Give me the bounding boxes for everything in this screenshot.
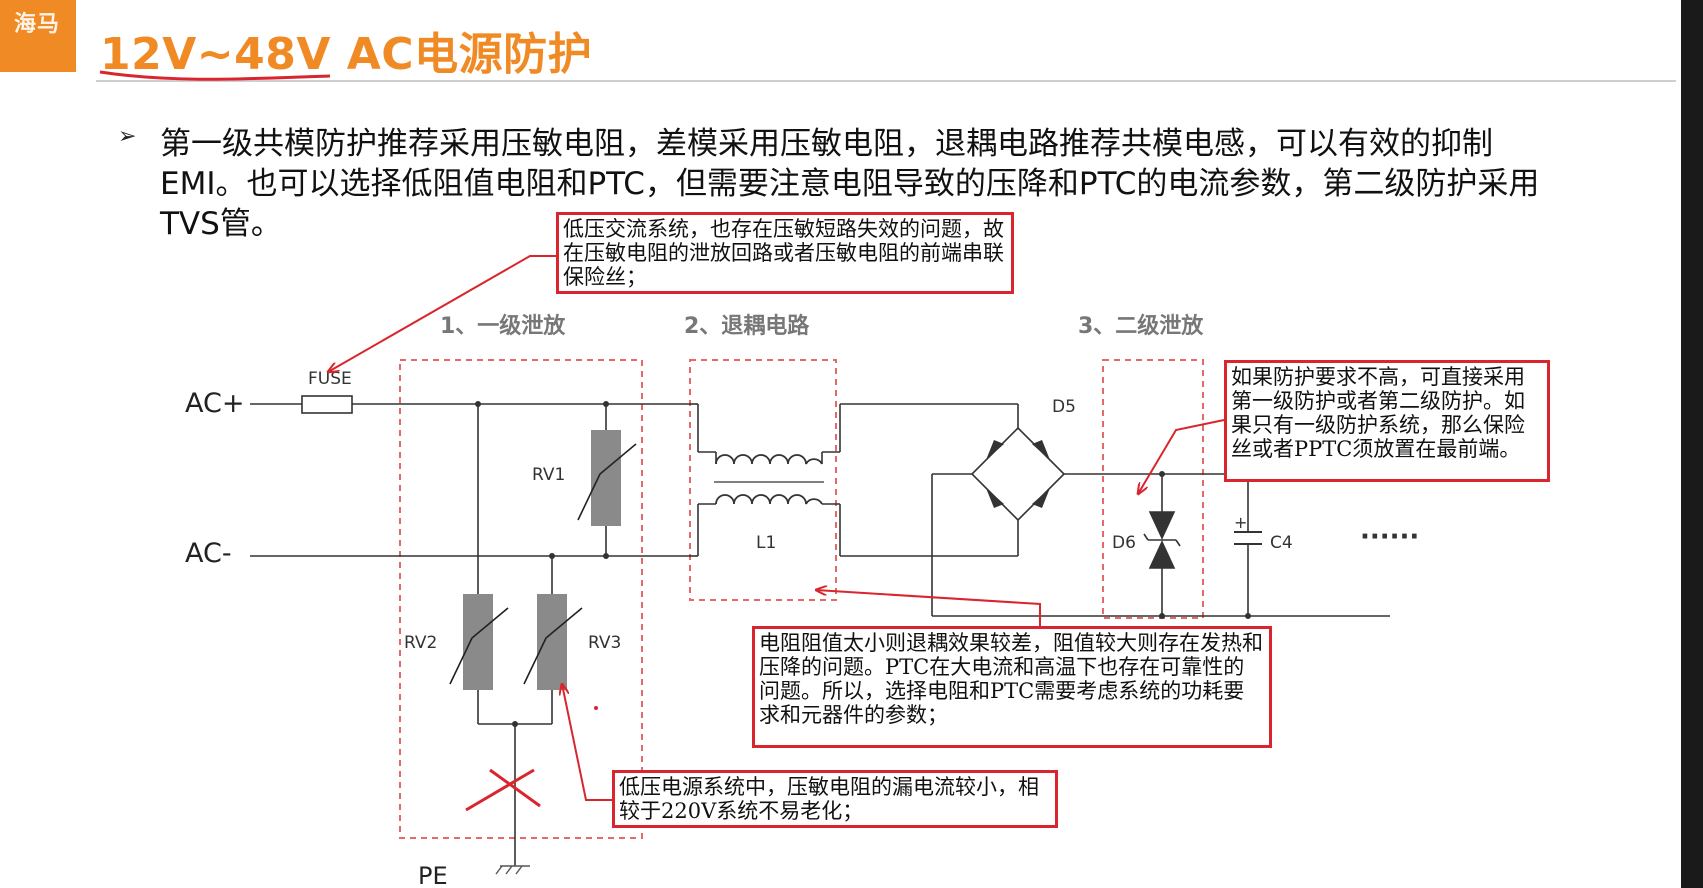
stray-dot bbox=[594, 706, 598, 710]
triangle-bullet-icon: ➢ bbox=[118, 124, 137, 149]
rv3-varistor-symbol bbox=[537, 594, 567, 690]
title-divider bbox=[96, 80, 1676, 82]
junction-dots bbox=[475, 401, 1251, 727]
decoupling-stage-box bbox=[689, 359, 837, 601]
capacitor-symbol bbox=[1234, 531, 1262, 545]
decoupling-resistor-note: 电阻阻值太小则退耦效果较差，阻值较大则存在发热和压降的问题。PTC在大电流和高温… bbox=[752, 626, 1272, 748]
rv3-varistor-slash bbox=[523, 607, 583, 685]
section-label-secondary: 3、二级泄放 bbox=[1078, 313, 1204, 339]
ac-minus-label: AC- bbox=[185, 538, 232, 569]
rv2-label: RV2 bbox=[404, 633, 437, 653]
d6-label: D6 bbox=[1112, 533, 1136, 553]
rv2-varistor-slash bbox=[449, 607, 509, 685]
inductor-bottom-winding bbox=[715, 494, 823, 505]
logo: 海马 bbox=[0, 0, 76, 72]
pe-label: PE bbox=[418, 862, 448, 888]
rv3-label: RV3 bbox=[588, 633, 621, 653]
body-paragraph: 第一级共模防护推荐采用压敏电阻，差模采用压敏电阻，退耦电路推荐共模电感，可以有效… bbox=[160, 126, 1540, 242]
ac-plus-label: AC+ bbox=[185, 388, 244, 419]
protection-level-note: 如果防护要求不高，可直接采用第一级防护或者第二级防护。如果只有一级防护系统，那么… bbox=[1224, 360, 1550, 482]
d5-label: D5 bbox=[1052, 397, 1076, 417]
cross-out-icon bbox=[465, 768, 541, 812]
bridge-rectifier-symbol bbox=[970, 426, 1066, 536]
c4-label: C4 bbox=[1270, 533, 1293, 553]
primary-stage-box bbox=[399, 359, 643, 839]
section-label-primary: 1、一级泄放 bbox=[440, 313, 566, 339]
rv2-varistor-symbol bbox=[463, 594, 493, 690]
wires bbox=[250, 403, 1390, 866]
fuse-label: FUSE bbox=[308, 369, 352, 389]
fuse-symbol bbox=[301, 395, 353, 414]
rv1-label: RV1 bbox=[532, 465, 565, 485]
annotation-arrows bbox=[328, 255, 1225, 801]
ground-icon bbox=[495, 865, 530, 875]
section-label-decoupling: 2、退耦电路 bbox=[684, 313, 810, 339]
bridge-diodes bbox=[986, 440, 1050, 508]
window-edge bbox=[1681, 0, 1703, 888]
l1-label: L1 bbox=[756, 533, 776, 553]
page-title: 12V~48V AC电源防护 bbox=[100, 29, 593, 80]
rv1-varistor-symbol bbox=[591, 430, 621, 526]
varistor-leakage-note: 低压电源系统中，压敏电阻的漏电流较小，相较于220V系统不易老化； bbox=[612, 770, 1058, 828]
rv1-varistor-slash bbox=[577, 443, 637, 521]
capacitor-polarity-label: + bbox=[1234, 513, 1247, 532]
title-underline-scribble bbox=[99, 70, 331, 81]
continuation-ellipsis: ······ bbox=[1360, 522, 1419, 552]
secondary-stage-box bbox=[1102, 359, 1204, 619]
fuse-note: 低压交流系统，也存在压敏短路失效的问题，故在压敏电阻的泄放回路或者压敏电阻的前端… bbox=[556, 212, 1014, 294]
logo-text: 海马 bbox=[14, 12, 61, 37]
tvs-diode-symbol bbox=[1143, 511, 1181, 569]
inductor-top-winding bbox=[715, 454, 823, 465]
